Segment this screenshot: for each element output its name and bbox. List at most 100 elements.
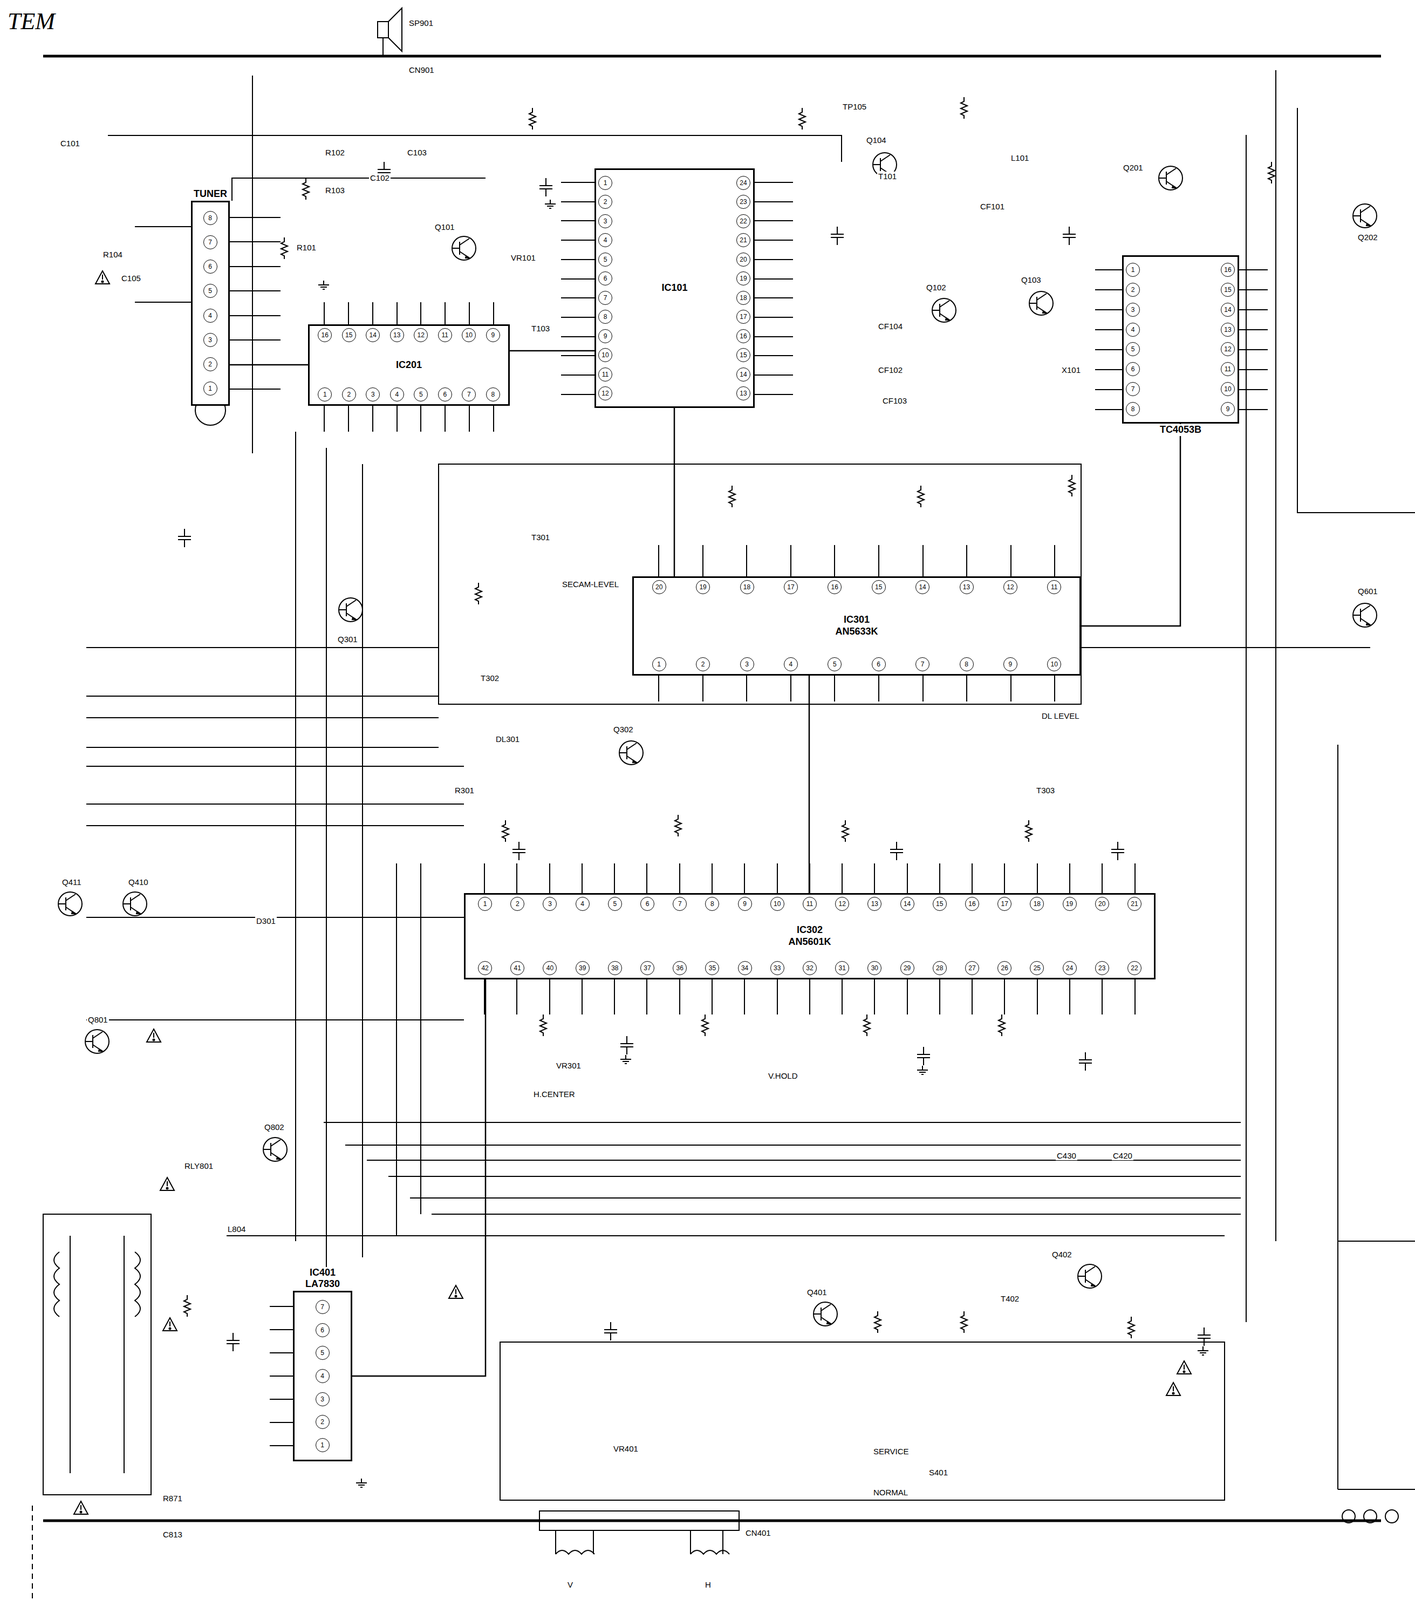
ic-name: LA7830 <box>305 1277 340 1290</box>
part-label: T103 <box>530 323 551 333</box>
ic-name: AN5601K <box>788 935 831 948</box>
pin-number: 8 <box>705 896 720 911</box>
pin-number: 15 <box>736 347 751 362</box>
part-label: C101 <box>59 138 81 148</box>
pin-number: 26 <box>997 960 1012 975</box>
part-label: T301 <box>530 532 551 542</box>
pin-number: 31 <box>835 960 850 975</box>
pin-number: 19 <box>695 579 710 594</box>
pin-number: 3 <box>598 214 613 229</box>
pin-number: 17 <box>736 309 751 324</box>
ic-box: IC401LA78307654321 <box>292 1290 353 1461</box>
pin-number: 2 <box>203 357 218 372</box>
pin-number: 1 <box>1125 262 1140 277</box>
part-label: H <box>703 1579 713 1589</box>
pin-number: 21 <box>736 233 751 248</box>
pin-number: 18 <box>736 290 751 305</box>
part-label: C102 <box>368 173 391 183</box>
part-label: CF101 <box>979 201 1006 211</box>
pin-number: 5 <box>1125 342 1140 357</box>
pin-number: 12 <box>1003 579 1018 594</box>
pin-number: 16 <box>827 579 842 594</box>
pin-number: 5 <box>827 657 842 672</box>
ic-name: TC4053B <box>1159 424 1202 436</box>
pin-number: 5 <box>598 252 613 267</box>
part-label: V.HOLD <box>767 1070 799 1080</box>
part-label: V <box>566 1579 574 1589</box>
part-label: VR401 <box>612 1443 640 1453</box>
pin-number: 12 <box>1220 342 1235 357</box>
part-label: NORMAL <box>872 1487 909 1497</box>
pin-number: 15 <box>1220 282 1235 297</box>
pin-number: 32 <box>802 960 817 975</box>
pin-number: 16 <box>736 329 751 344</box>
part-label: Q302 <box>612 724 635 734</box>
pin-number: 18 <box>1029 896 1044 911</box>
pin-number: 42 <box>477 960 492 975</box>
pin-number: 13 <box>390 327 405 343</box>
pin-number: 8 <box>598 309 613 324</box>
signal-wire <box>673 407 676 577</box>
pin-number: 12 <box>413 327 428 343</box>
part-label: L101 <box>1009 153 1030 163</box>
pin-number: 14 <box>365 327 380 343</box>
part-label: CN901 <box>407 65 436 75</box>
pin-number: 6 <box>640 896 655 911</box>
signal-wire <box>808 675 811 893</box>
ic-name: TUNER <box>193 188 228 201</box>
pin-number: 10 <box>770 896 785 911</box>
pin-number: 4 <box>598 233 613 248</box>
pin-number: 20 <box>1095 896 1110 911</box>
pin-number: 30 <box>867 960 882 975</box>
signal-wire <box>509 350 595 352</box>
pin-number: 1 <box>315 1437 330 1452</box>
pin-number: 7 <box>315 1299 330 1314</box>
pin-number: 3 <box>365 387 380 402</box>
part-label: Q801 <box>86 1014 109 1024</box>
pin-number: 15 <box>871 579 886 594</box>
pin-number: 15 <box>932 896 947 911</box>
part-label: RLY801 <box>183 1160 215 1171</box>
pin-number: 1 <box>477 896 492 911</box>
part-label: T101 <box>877 171 898 181</box>
part-label: CF103 <box>881 395 908 406</box>
part-label: Q102 <box>925 282 948 292</box>
pin-number: 6 <box>1125 361 1140 377</box>
part-label: R101 <box>295 242 318 252</box>
part-label: C105 <box>120 273 142 283</box>
pin-number: 27 <box>965 960 980 975</box>
pin-number: 7 <box>915 657 930 672</box>
pin-number: 35 <box>705 960 720 975</box>
pin-number: 2 <box>510 896 525 911</box>
pin-number: 24 <box>736 175 751 190</box>
pin-number: 7 <box>1125 381 1140 396</box>
pin-number: 11 <box>438 327 453 343</box>
pin-number: 15 <box>342 327 357 343</box>
pin-number: 10 <box>1047 657 1062 672</box>
part-label: Q601 <box>1356 586 1379 596</box>
ic-name: IC101 <box>661 282 688 295</box>
ic-box: IC10112345678910111224232221201918171615… <box>594 168 755 408</box>
pin-number: 4 <box>390 387 405 402</box>
pin-number: 22 <box>1127 960 1142 975</box>
pin-number: 3 <box>315 1391 330 1406</box>
pin-number: 41 <box>510 960 525 975</box>
pin-number: 4 <box>783 657 798 672</box>
pin-number: 2 <box>598 194 613 209</box>
pin-number: 4 <box>203 308 218 323</box>
part-label: Q802 <box>263 1122 286 1132</box>
part-label: Q104 <box>865 135 888 145</box>
pin-number: 20 <box>652 579 667 594</box>
pin-number: 39 <box>575 960 590 975</box>
pin-number: 13 <box>736 386 751 401</box>
ic-name-group: IC401LA7830 <box>303 1266 342 1290</box>
part-label: C813 <box>161 1529 184 1539</box>
pin-number: 3 <box>1125 302 1140 317</box>
page-title: TEM <box>7 7 56 36</box>
part-label: C103 <box>406 147 428 157</box>
ic-name-group: IC201 <box>395 359 422 372</box>
pin-number: 16 <box>317 327 332 343</box>
signal-wire <box>1081 423 1181 626</box>
part-label: Q410 <box>127 877 150 887</box>
pin-number: 3 <box>203 332 218 347</box>
